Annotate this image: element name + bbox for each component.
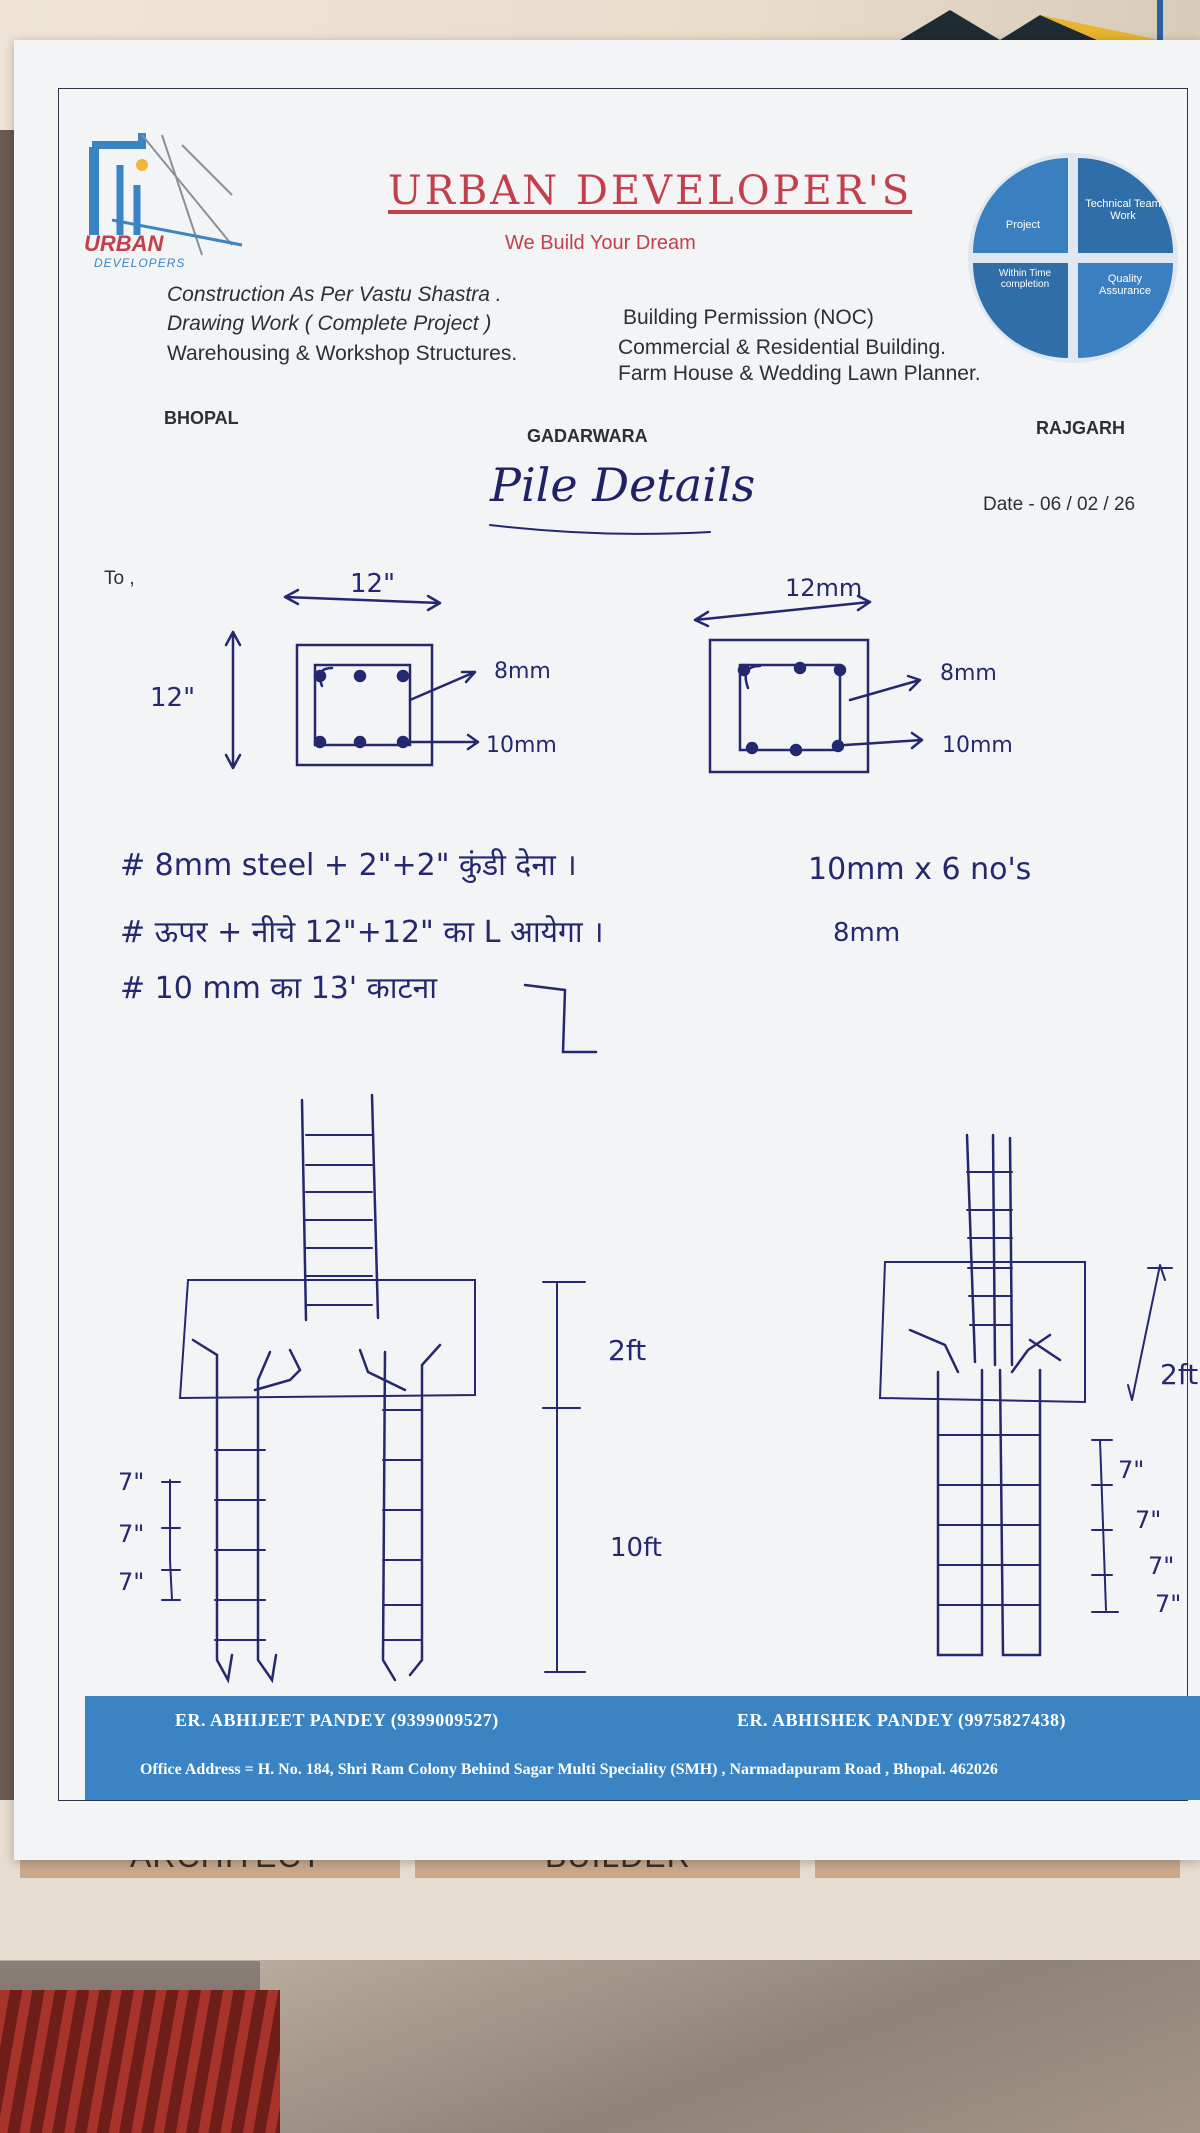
wheel-time-label: Within Time completion bbox=[998, 268, 1052, 290]
left-width-arrow bbox=[283, 588, 442, 612]
right-pile-elevation bbox=[878, 1133, 1173, 1657]
right-pitch-2: 7" bbox=[1135, 1506, 1161, 1534]
left-pile-cap bbox=[178, 1279, 476, 1400]
logo-word-developers: DEVELOPERS bbox=[94, 256, 185, 270]
l-bar-sketch bbox=[523, 983, 598, 1054]
left-pitch-1: 7" bbox=[118, 1468, 144, 1496]
right-pile-section bbox=[693, 594, 924, 774]
right-width-label: 12mm bbox=[785, 574, 862, 602]
right-bar-leader bbox=[843, 731, 924, 750]
right-depth-arrow bbox=[1127, 1264, 1173, 1401]
left-section-outline bbox=[295, 643, 434, 767]
date-field: Date - 06 / 02 / 26 bbox=[983, 494, 1135, 516]
right-pitch-3: 7" bbox=[1148, 1552, 1174, 1580]
pile-length-label: 10ft bbox=[610, 1533, 662, 1563]
service-warehousing: Warehousing & Workshop Structures. bbox=[167, 342, 518, 365]
right-pitch-1: 7" bbox=[1118, 1456, 1144, 1484]
company-name: URBAN DEVELOPER'S bbox=[388, 168, 913, 214]
wheel-technical-label: Technical Team Work bbox=[1085, 198, 1161, 222]
city-bhopal: BHOPAL bbox=[164, 408, 239, 428]
urban-developers-logo: URBAN DEVELOPERS bbox=[84, 133, 243, 270]
date-value: 06 / 02 / 26 bbox=[1040, 494, 1136, 515]
service-farmhouse: Farm House & Wedding Lawn Planner. bbox=[618, 362, 981, 385]
right-pile-cap bbox=[878, 1261, 1086, 1404]
background-striped-fabric bbox=[0, 1990, 280, 2133]
service-commercial: Commercial & Residential Building. bbox=[618, 336, 946, 359]
to-label: To , bbox=[104, 568, 135, 589]
right-cap-depth-label: 2ft bbox=[1160, 1358, 1198, 1391]
right-column-bars bbox=[965, 1133, 1014, 1367]
left-stirrup-leader bbox=[408, 670, 477, 702]
background-cloth bbox=[260, 1960, 1200, 2133]
logo-word-urban: URBAN bbox=[84, 231, 165, 256]
services-wheel-graphic: Project Technical Team Work Within Time … bbox=[968, 153, 1178, 363]
right-stirrup-label: 8mm bbox=[940, 661, 997, 686]
company-tagline: We Build Your Dream bbox=[505, 232, 696, 254]
right-bar-label: 10mm bbox=[942, 733, 1013, 758]
right-stirrup-leader bbox=[848, 674, 922, 702]
note-line-2: # ऊपर + नीचे 12"+12" का L आयेगा । bbox=[120, 915, 604, 950]
left-depth-scale bbox=[542, 1281, 586, 1673]
right-pile-body bbox=[936, 1368, 1042, 1657]
right-note-bars: 10mm x 6 no's bbox=[808, 852, 1032, 887]
city-gadarwara: GADARWARA bbox=[527, 426, 648, 446]
page-title: Pile Details bbox=[490, 458, 756, 512]
left-pitch-2: 7" bbox=[118, 1520, 144, 1548]
page-border bbox=[58, 88, 1188, 1801]
right-width-arrow bbox=[693, 594, 872, 628]
left-stirrup-label: 8mm bbox=[494, 659, 551, 684]
left-bar-label: 10mm bbox=[486, 733, 557, 758]
engineer-1-contact: ER. ABHIJEET PANDEY (9399009527) bbox=[175, 1710, 499, 1730]
title-underline bbox=[489, 524, 711, 535]
service-drawing: Drawing Work ( Complete Project ) bbox=[167, 312, 492, 335]
right-pitch-4: 7" bbox=[1155, 1590, 1181, 1618]
right-stirrup bbox=[738, 663, 842, 752]
date-label: Date - bbox=[983, 494, 1035, 515]
service-vastu: Construction As Per Vastu Shastra . bbox=[167, 283, 502, 306]
left-pile-elevation bbox=[161, 1093, 586, 1684]
note-line-3: # 10 mm का 13' काटना bbox=[120, 971, 438, 1006]
left-column-bars bbox=[300, 1093, 380, 1322]
left-pile-section bbox=[224, 588, 480, 770]
right-pitch-scale bbox=[1091, 1439, 1119, 1613]
wheel-quality-label: Quality Assurance bbox=[1099, 273, 1151, 297]
footer-contact-band: ER. ABHIJEET PANDEY (9399009527) ER. ABH… bbox=[85, 1696, 1200, 1800]
left-pitch-scale bbox=[161, 1479, 181, 1601]
left-width-label: 12" bbox=[350, 569, 395, 599]
wheel-project-label: Project bbox=[1006, 219, 1040, 231]
cap-depth-label: 2ft bbox=[608, 1334, 646, 1367]
right-note-stirrup: 8mm bbox=[833, 918, 901, 948]
left-height-arrow bbox=[224, 630, 242, 770]
note-line-1: # 8mm steel + 2"+2" कुंडी देना । bbox=[120, 848, 577, 883]
left-cap-l-bars bbox=[253, 1348, 407, 1392]
right-section-outline bbox=[708, 638, 870, 774]
city-rajgarh: RAJGARH bbox=[1036, 418, 1126, 438]
office-address: Office Address = H. No. 184, Shri Ram Co… bbox=[140, 1761, 998, 1778]
left-pile-leg-2 bbox=[381, 1343, 442, 1682]
left-bar-leader bbox=[408, 733, 480, 751]
left-height-label: 12" bbox=[150, 683, 195, 713]
left-pitch-3: 7" bbox=[118, 1568, 144, 1596]
left-pile-leg-1 bbox=[191, 1338, 278, 1684]
engineer-2-contact: ER. ABHISHEK PANDEY (9975827438) bbox=[737, 1710, 1067, 1730]
right-cap-l-bars bbox=[908, 1328, 1062, 1374]
service-permission: Building Permission (NOC) bbox=[623, 306, 874, 329]
